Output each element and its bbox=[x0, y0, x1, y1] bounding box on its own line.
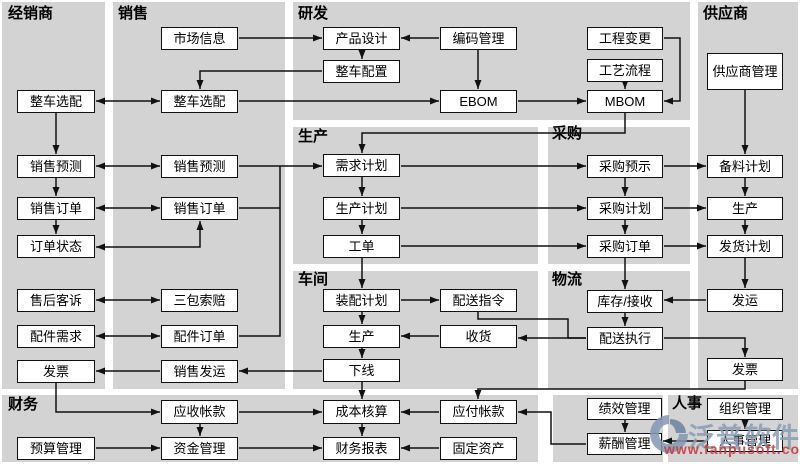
node-fund: 资金管理 bbox=[161, 437, 238, 460]
node-report: 财务报表 bbox=[323, 437, 400, 460]
lane-label-sales: 销售 bbox=[118, 5, 149, 22]
lane-label-workshop: 车间 bbox=[298, 271, 329, 288]
edge-order_s-to-status bbox=[96, 221, 204, 251]
node-matplan: 备料计划 bbox=[707, 155, 783, 178]
edge-delivery-to-invoice_v bbox=[664, 337, 749, 357]
node-supmgmt: 供应商管理 bbox=[707, 53, 783, 90]
node-prod_v: 生产 bbox=[707, 197, 783, 220]
lane-sales bbox=[113, 2, 285, 389]
edge-invoice_v-to-ap bbox=[474, 381, 746, 399]
node-status: 订单状态 bbox=[17, 235, 95, 258]
node-offline: 下线 bbox=[323, 359, 400, 382]
node-prod_w: 生产 bbox=[323, 325, 400, 348]
node-budget: 预算管理 bbox=[17, 437, 95, 460]
lane-label-supplier: 供应商 bbox=[703, 5, 749, 22]
node-mbom: MBOM bbox=[587, 90, 663, 113]
node-forecast_s: 销售预测 bbox=[161, 155, 238, 178]
node-org: 组织管理 bbox=[707, 398, 783, 420]
node-dispatch: 配送指令 bbox=[440, 289, 517, 312]
node-purforecast: 采购预示 bbox=[587, 155, 663, 178]
edge-mbom-to-demand bbox=[358, 113, 626, 153]
node-workorder: 工单 bbox=[323, 235, 400, 258]
node-partsdemand: 配件需求 bbox=[17, 325, 95, 348]
node-fixed: 固定资产 bbox=[440, 437, 517, 460]
node-purplan: 采购计划 bbox=[587, 197, 663, 220]
node-costing: 成本核算 bbox=[323, 400, 400, 424]
node-purorder: 采购订单 bbox=[587, 235, 663, 258]
node-mkt: 市场信息 bbox=[161, 27, 238, 50]
edge-payroll-to-ap bbox=[518, 408, 586, 445]
node-prodplan: 生产计划 bbox=[323, 197, 400, 220]
node-ar: 应收帐款 bbox=[161, 400, 238, 424]
node-invoice_v: 发票 bbox=[707, 358, 783, 381]
lane-label-logistics: 物流 bbox=[552, 271, 583, 288]
node-payroll: 薪酬管理 bbox=[587, 433, 662, 455]
node-select_d: 整车选配 bbox=[17, 90, 95, 113]
node-change: 工程变更 bbox=[587, 27, 663, 50]
node-assembly: 装配计划 bbox=[323, 289, 400, 312]
lane-label-finance: 财务 bbox=[8, 396, 39, 413]
lane-label-hr: 人事 bbox=[672, 395, 703, 412]
node-hrmgmt: 人事管理 bbox=[707, 430, 783, 452]
edge-change-to-mbom bbox=[664, 37, 681, 105]
node-demand: 需求计划 bbox=[323, 154, 400, 177]
node-receive: 收货 bbox=[440, 325, 517, 348]
node-shipplan: 发货计划 bbox=[707, 235, 783, 258]
node-ap: 应付帐款 bbox=[440, 400, 517, 424]
node-code: 编码管理 bbox=[440, 27, 517, 50]
node-design: 产品设计 bbox=[323, 27, 400, 50]
edge-invoice_d-to-ar bbox=[55, 383, 160, 416]
node-order_s: 销售订单 bbox=[161, 197, 238, 220]
node-ebom: EBOM bbox=[440, 90, 517, 113]
node-salesship: 销售发运 bbox=[161, 360, 238, 383]
node-perf: 绩效管理 bbox=[587, 398, 662, 420]
edge-config-to-select_s bbox=[196, 70, 322, 89]
node-inventory: 库存/接收 bbox=[587, 290, 663, 313]
node-invoice_d: 发票 bbox=[17, 360, 95, 383]
node-delivery: 配送执行 bbox=[587, 327, 663, 350]
lane-label-production: 生产 bbox=[298, 128, 329, 145]
lane-label-dealer: 经销商 bbox=[8, 5, 54, 22]
lane-label-rd: 研发 bbox=[298, 5, 329, 22]
node-config: 整车配置 bbox=[323, 60, 400, 83]
node-select_s: 整车选配 bbox=[161, 90, 238, 113]
node-partsorder: 配件订单 bbox=[161, 325, 238, 348]
node-forecast_d: 销售预测 bbox=[17, 155, 95, 178]
node-order_d: 销售订单 bbox=[17, 197, 95, 220]
node-craft: 工艺流程 bbox=[587, 59, 663, 82]
node-complaint: 售后客诉 bbox=[17, 289, 95, 312]
edge-partsorder-to-demand bbox=[239, 166, 281, 337]
node-ship: 发运 bbox=[707, 289, 783, 312]
node-claim: 三包索赔 bbox=[161, 289, 238, 312]
